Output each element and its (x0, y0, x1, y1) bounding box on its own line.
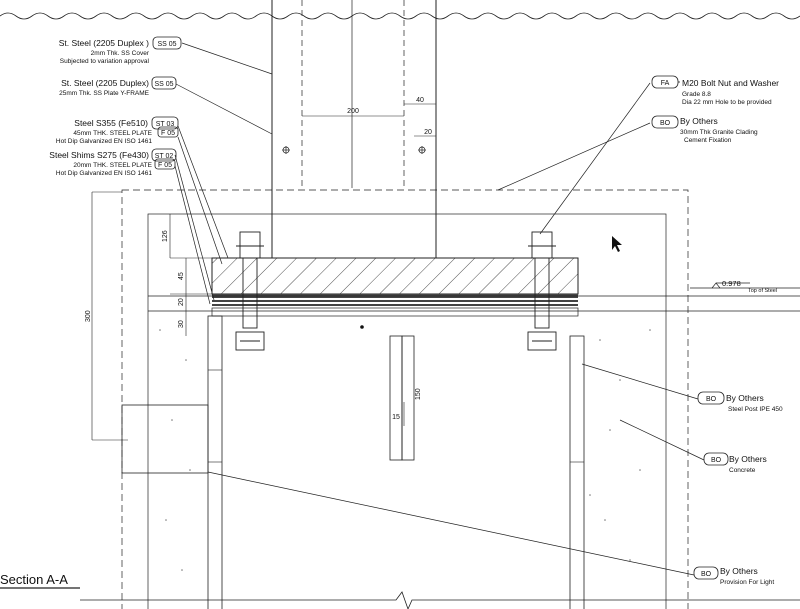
dim-45: 45 (178, 272, 185, 280)
callout-post-line1: Steel Post IPE 450 (728, 406, 783, 413)
callout-ss-plate-line1: 25mm Thk. SS Plate Y-FRAME (59, 90, 149, 97)
callout-light-title: By Others (720, 566, 758, 576)
dim-20: 20 (178, 298, 185, 306)
dim-30: 30 (178, 320, 185, 328)
callout-concrete-title: By Others (729, 454, 767, 464)
mouse-cursor-icon (612, 236, 622, 252)
callout-ss-cover-line1: 2mm Thk. SS Cover (91, 50, 150, 57)
callout-post-title: By Others (726, 393, 764, 403)
dim-20-top: 20 (424, 129, 432, 136)
level-label: Top of Steel (748, 288, 777, 294)
dim-40: 40 (416, 97, 424, 104)
tag-fa: FA (661, 80, 670, 87)
tag-bo-post: BO (706, 396, 717, 403)
tag-bo-granite: BO (660, 120, 671, 127)
callout-granite-line1: 30mm Thk Granite Clading (680, 129, 758, 136)
tag-f05-b: F 05 (158, 162, 172, 169)
tag-bo-light: BO (701, 571, 712, 578)
callout-concrete-line1: Concrete (729, 467, 756, 474)
callout-shims-line2: Hot Dip Galvanized EN ISO 1461 (56, 170, 152, 177)
bottom-break-line (80, 591, 800, 609)
base-plate (211, 257, 579, 295)
dim-200: 200 (347, 108, 359, 115)
callout-steel-plate-title: Steel S355 (Fe510) (74, 118, 148, 128)
section-title: Section A-A (0, 572, 68, 587)
dim-300: 300 (85, 310, 92, 322)
callout-bolt-line1: Grade 8.8 (682, 91, 711, 98)
callout-granite-title: By Others (680, 116, 718, 126)
callout-steel-plate-line1: 45mm THK. STEEL PLATE (73, 130, 152, 137)
callout-ss-cover-line2: Subjected to variation approval (60, 58, 150, 65)
tag-st03: ST 03 (156, 121, 175, 128)
tag-ss05-a: SS 05 (157, 41, 176, 48)
bolt-left (235, 231, 265, 351)
callout-granite-line2: Cement Fixation (684, 137, 732, 144)
tag-ss05-b: SS 05 (154, 81, 173, 88)
callout-steel-plate-line2: Hot Dip Galvanized EN ISO 1461 (56, 138, 152, 145)
callout-light-line1: Provision For Light (720, 579, 774, 586)
bolt-right (527, 231, 557, 351)
dim-126: 126 (162, 230, 169, 242)
callout-bolt-title: M20 Bolt Nut and Washer (682, 78, 779, 88)
tag-bo-concrete: BO (711, 457, 722, 464)
level-value: 0.978 (722, 279, 741, 288)
dim-15: 15 (392, 414, 400, 421)
callout-bolt-line2: Dia 22 mm Hole to be provided (682, 99, 772, 106)
callout-ss-cover-title: St. Steel (2205 Duplex ) (59, 38, 149, 48)
callout-ss-plate-title: St. Steel (2205 Duplex) (61, 78, 149, 88)
tag-st02: ST 02 (155, 153, 174, 160)
callout-shims-title: Steel Shims S275 (Fe430) (49, 150, 149, 160)
callout-shims-line1: 20mm THK. STEEL PLATE (73, 162, 152, 169)
dim-150: 150 (415, 388, 422, 400)
top-break-line (0, 12, 800, 20)
tag-f05-a: F 05 (161, 130, 175, 137)
light-box (121, 404, 209, 474)
